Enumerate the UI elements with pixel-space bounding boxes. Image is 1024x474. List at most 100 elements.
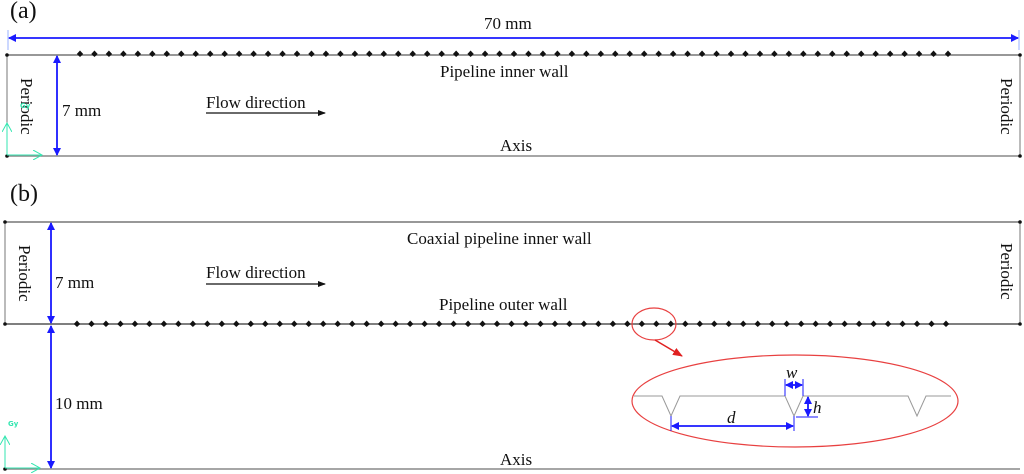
groove-marker bbox=[392, 320, 399, 327]
groove-marker bbox=[669, 50, 677, 57]
groove-marker bbox=[942, 320, 950, 327]
detail-ellipse bbox=[631, 354, 959, 448]
panel-a-domain bbox=[5, 30, 1022, 158]
groove-marker bbox=[291, 320, 298, 327]
groove-marker bbox=[351, 50, 359, 57]
detail-d-dimension bbox=[670, 416, 795, 431]
triad-b-y-label: Gy bbox=[8, 420, 19, 428]
groove-marker bbox=[872, 50, 879, 57]
groove-marker bbox=[233, 320, 240, 327]
groove-marker bbox=[638, 320, 646, 327]
groove-marker bbox=[725, 320, 732, 327]
groove-marker bbox=[279, 50, 286, 57]
corner-node bbox=[3, 220, 7, 224]
groove-marker bbox=[204, 320, 211, 327]
panel-b-top-boundary-label: Coaxial pipeline inner wall bbox=[407, 229, 592, 248]
groove-marker bbox=[684, 50, 691, 57]
panel-b-flow-label: Flow direction bbox=[206, 263, 306, 282]
corner-node bbox=[5, 53, 9, 57]
groove-marker bbox=[175, 320, 182, 327]
groove-marker bbox=[583, 50, 590, 57]
groove-marker bbox=[899, 320, 906, 327]
groove-marker bbox=[901, 50, 908, 57]
panel-a-top-boundary-label: Pipeline inner wall bbox=[440, 62, 569, 81]
groove-marker bbox=[930, 50, 937, 57]
groove-marker bbox=[149, 50, 156, 57]
groove-marker bbox=[928, 320, 935, 327]
groove-marker bbox=[667, 320, 675, 327]
groove-marker bbox=[580, 320, 588, 327]
groove-marker bbox=[163, 50, 170, 57]
triad-a-y-label: Gy bbox=[20, 102, 31, 110]
groove-marker bbox=[740, 320, 747, 327]
corner-node bbox=[1018, 322, 1022, 326]
groove-marker bbox=[539, 50, 547, 57]
detail-w-dimension bbox=[784, 379, 804, 396]
groove-marker bbox=[624, 320, 631, 327]
groove-marker bbox=[841, 320, 848, 327]
panel-a-right-periodic-label: Periodic bbox=[997, 78, 1016, 135]
groove-marker bbox=[160, 320, 168, 327]
groove-marker bbox=[334, 320, 341, 327]
groove-marker bbox=[146, 320, 153, 327]
groove-marker bbox=[264, 50, 272, 57]
groove-marker bbox=[568, 50, 576, 57]
panel-a-height-label: 7 mm bbox=[62, 101, 102, 120]
detail-groove-profile bbox=[634, 395, 951, 418]
groove-marker bbox=[597, 50, 604, 57]
groove-marker bbox=[814, 50, 821, 57]
groove-marker bbox=[829, 50, 836, 57]
groove-marker bbox=[189, 320, 197, 327]
groove-marker bbox=[105, 50, 113, 57]
groove-marker bbox=[131, 320, 139, 327]
groove-marker bbox=[884, 320, 892, 327]
groove-marker bbox=[769, 320, 776, 327]
detail-h-label: h bbox=[813, 398, 822, 417]
groove-marker bbox=[192, 50, 199, 57]
groove-marker bbox=[944, 50, 952, 57]
groove-marker bbox=[207, 50, 214, 57]
detail-w-label: w bbox=[786, 363, 798, 382]
groove-marker bbox=[218, 320, 226, 327]
groove-marker bbox=[424, 50, 431, 57]
groove-marker bbox=[913, 320, 921, 327]
groove-marker bbox=[308, 50, 315, 57]
panel-b-left-periodic-label: Periodic bbox=[15, 245, 34, 302]
groove-marker bbox=[134, 50, 142, 57]
groove-marker bbox=[696, 320, 703, 327]
detail-d-label: d bbox=[727, 408, 736, 427]
groove-marker bbox=[522, 320, 530, 327]
groove-marker bbox=[595, 320, 602, 327]
groove-marker bbox=[655, 50, 662, 57]
groove-marker bbox=[117, 320, 124, 327]
groove-marker bbox=[682, 320, 689, 327]
corner-node bbox=[1018, 53, 1022, 57]
corner-node bbox=[3, 322, 7, 326]
groove-marker bbox=[800, 50, 807, 57]
groove-marker bbox=[493, 320, 501, 327]
panel-a-label: (a) bbox=[10, 0, 37, 24]
groove-marker bbox=[525, 50, 532, 57]
groove-marker bbox=[609, 320, 617, 327]
panel-b-right-periodic-label: Periodic bbox=[997, 243, 1016, 300]
groove-marker bbox=[785, 50, 793, 57]
panel-b-axis-label: Axis bbox=[500, 450, 533, 469]
groove-marker bbox=[450, 320, 457, 327]
groove-marker bbox=[322, 50, 330, 57]
groove-marker bbox=[91, 50, 98, 57]
groove-marker bbox=[855, 320, 863, 327]
groove-marker bbox=[452, 50, 460, 57]
panel-a-axis-label: Axis bbox=[500, 136, 533, 155]
groove-marker bbox=[395, 50, 402, 57]
groove-marker bbox=[843, 50, 850, 57]
groove-marker bbox=[537, 320, 544, 327]
groove-marker bbox=[409, 50, 416, 57]
panel-b-grooves bbox=[73, 320, 950, 327]
groove-marker bbox=[102, 320, 110, 327]
groove-marker bbox=[771, 50, 778, 57]
groove-marker bbox=[221, 50, 228, 57]
groove-marker bbox=[626, 50, 633, 57]
groove-marker bbox=[178, 50, 185, 57]
corner-node bbox=[1018, 154, 1022, 158]
groove-marker bbox=[406, 320, 414, 327]
